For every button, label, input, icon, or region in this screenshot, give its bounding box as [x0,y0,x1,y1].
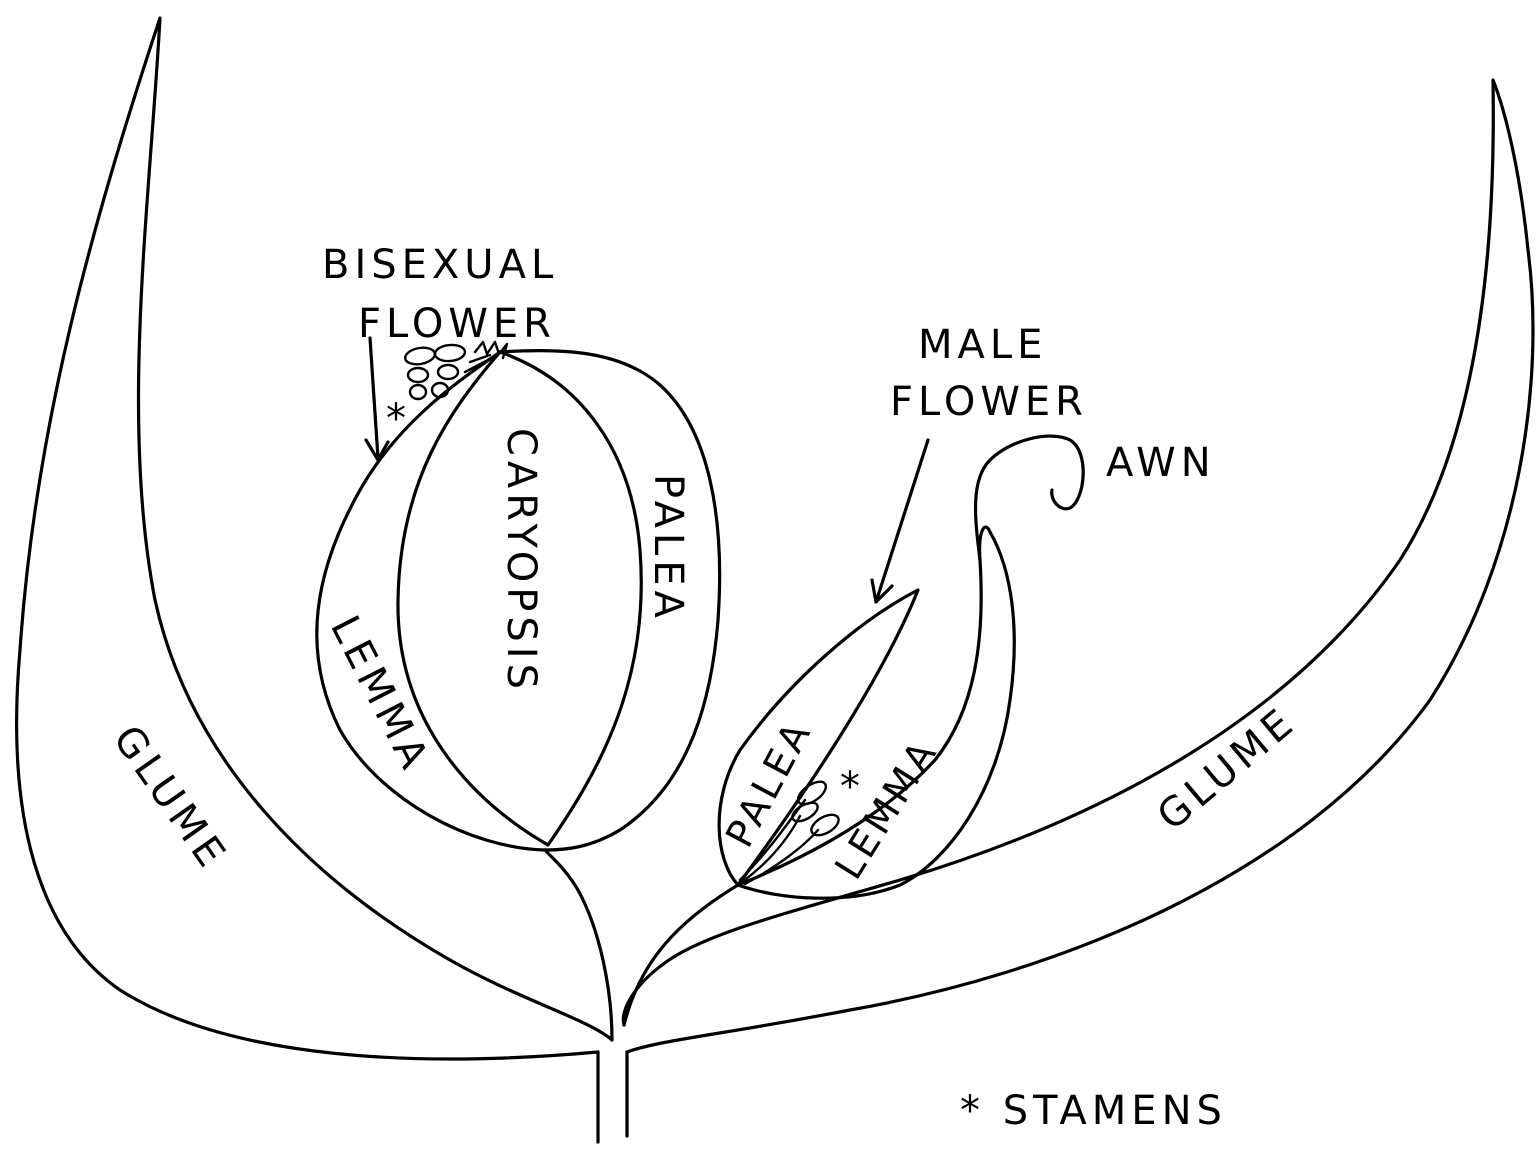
label-caryopsis: CARYOPSIS [498,428,544,694]
label-glume-right: GLUME [1149,698,1305,840]
right-glume [623,80,1533,1052]
awn [976,436,1084,560]
label-bisexual-line2: FLOWER [358,301,556,347]
label-bisexual-line1: BISEXUAL [322,242,558,288]
label-palea-right: PALEA [717,712,820,854]
label-male-line1: MALE [918,322,1047,368]
male-arrow [872,440,928,602]
bisexual-arrow [366,338,388,460]
label-awn: AWN [1106,440,1216,486]
stamen-mark-left: * [386,396,411,442]
label-lemma-left: LEMMA [321,609,439,780]
bisexual-stamens [404,344,490,399]
stem [598,1052,627,1142]
stamen-mark-right: * [840,764,865,810]
label-glume-left: GLUME [104,717,237,879]
male-rachilla [624,885,738,1025]
label-palea-left: PALEA [645,474,691,623]
legend-stamens: * STAMENS [960,1088,1227,1134]
label-male-line2: FLOWER [890,379,1088,425]
